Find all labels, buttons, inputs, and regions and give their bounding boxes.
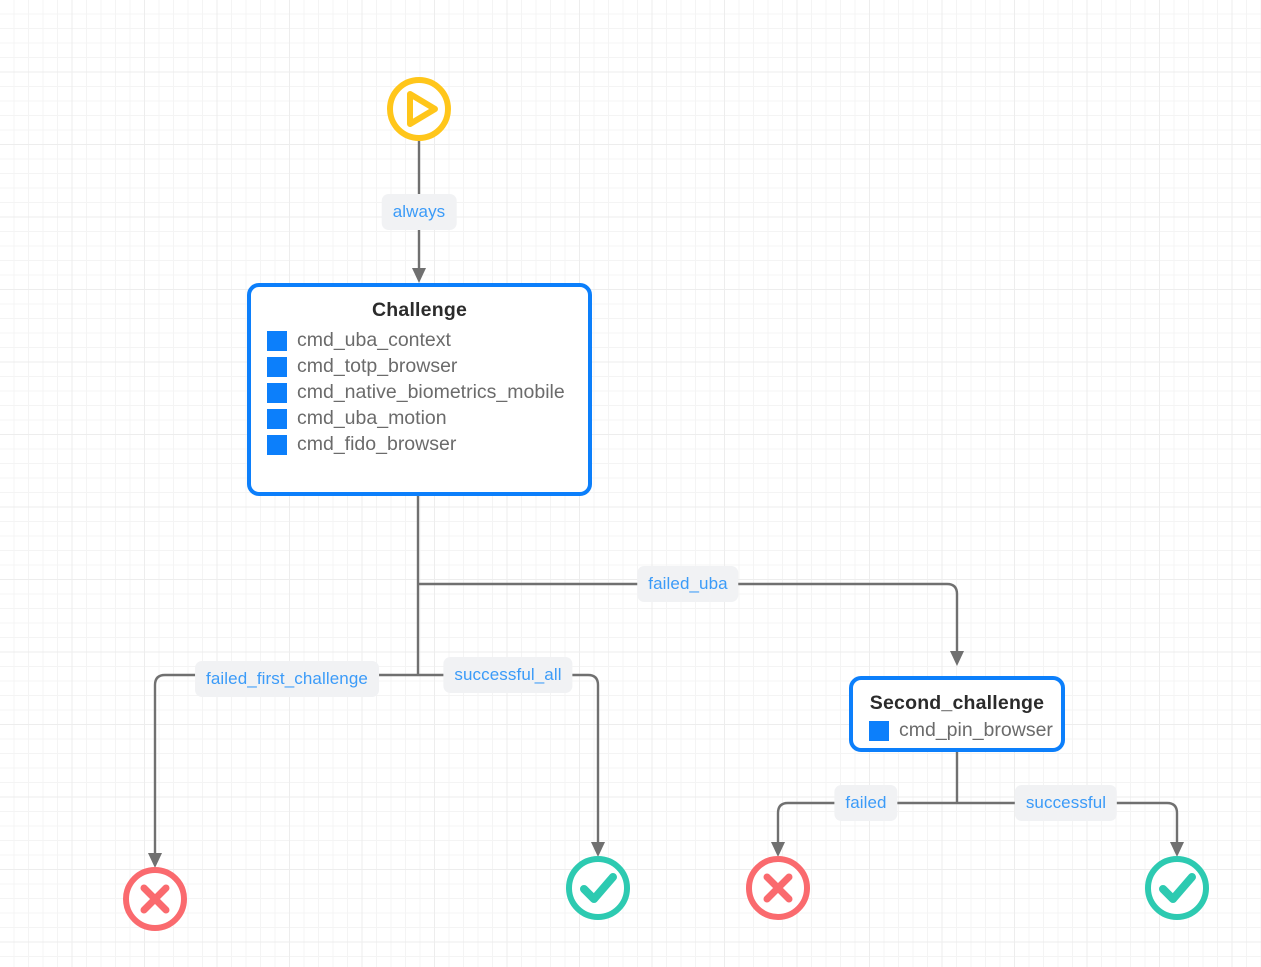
list-item[interactable]: cmd_totp_browser	[267, 355, 572, 378]
method-swatch-icon	[267, 330, 287, 351]
terminal-success-right[interactable]	[1141, 852, 1213, 924]
edge-label-successful[interactable]: successful	[1014, 785, 1118, 821]
method-swatch-icon	[267, 356, 287, 377]
list-item-label: cmd_native_biometrics_mobile	[297, 381, 565, 403]
list-item[interactable]: cmd_fido_browser	[267, 433, 572, 456]
edge-label-failed[interactable]: failed	[834, 785, 898, 821]
list-item-label: cmd_uba_motion	[297, 407, 447, 429]
node-challenge-title: Challenge	[372, 299, 467, 321]
method-swatch-icon	[869, 720, 889, 741]
x-circle-icon	[123, 867, 187, 931]
terminal-fail-left[interactable]	[119, 863, 191, 935]
node-second-challenge[interactable]: Second_challenge cmd_pin_browser	[849, 676, 1065, 752]
edge-failed-first-challenge	[148, 673, 418, 868]
list-item-label: cmd_fido_browser	[297, 433, 457, 455]
node-second-challenge-title: Second_challenge	[869, 692, 1045, 714]
start-node[interactable]	[383, 73, 455, 145]
edge-label-successful-all[interactable]: successful_all	[443, 657, 573, 693]
play-circle-icon	[387, 77, 451, 141]
terminal-success-left[interactable]	[562, 852, 634, 924]
edge-label-failed-first-challenge[interactable]: failed_first_challenge	[195, 661, 379, 697]
x-circle-icon	[746, 856, 810, 920]
node-challenge[interactable]: Challenge cmd_uba_context cmd_totp_brows…	[247, 283, 592, 496]
list-item[interactable]: cmd_uba_context	[267, 329, 572, 352]
list-item-label: cmd_pin_browser	[899, 719, 1053, 741]
terminal-fail-right[interactable]	[742, 852, 814, 924]
list-item-label: cmd_totp_browser	[297, 355, 458, 377]
edge-label-failed-uba[interactable]: failed_uba	[637, 566, 739, 602]
method-swatch-icon	[267, 434, 287, 455]
list-item[interactable]: cmd_pin_browser	[869, 719, 1053, 742]
check-circle-icon	[566, 856, 630, 920]
check-circle-icon	[1145, 856, 1209, 920]
list-item[interactable]: cmd_uba_motion	[267, 407, 572, 430]
method-swatch-icon	[267, 382, 287, 403]
list-item-label: cmd_uba_context	[297, 329, 451, 351]
method-swatch-icon	[267, 408, 287, 429]
edge-label-always[interactable]: always	[381, 194, 457, 230]
list-item[interactable]: cmd_native_biometrics_mobile	[267, 381, 572, 404]
edge-successful-all	[418, 673, 605, 857]
